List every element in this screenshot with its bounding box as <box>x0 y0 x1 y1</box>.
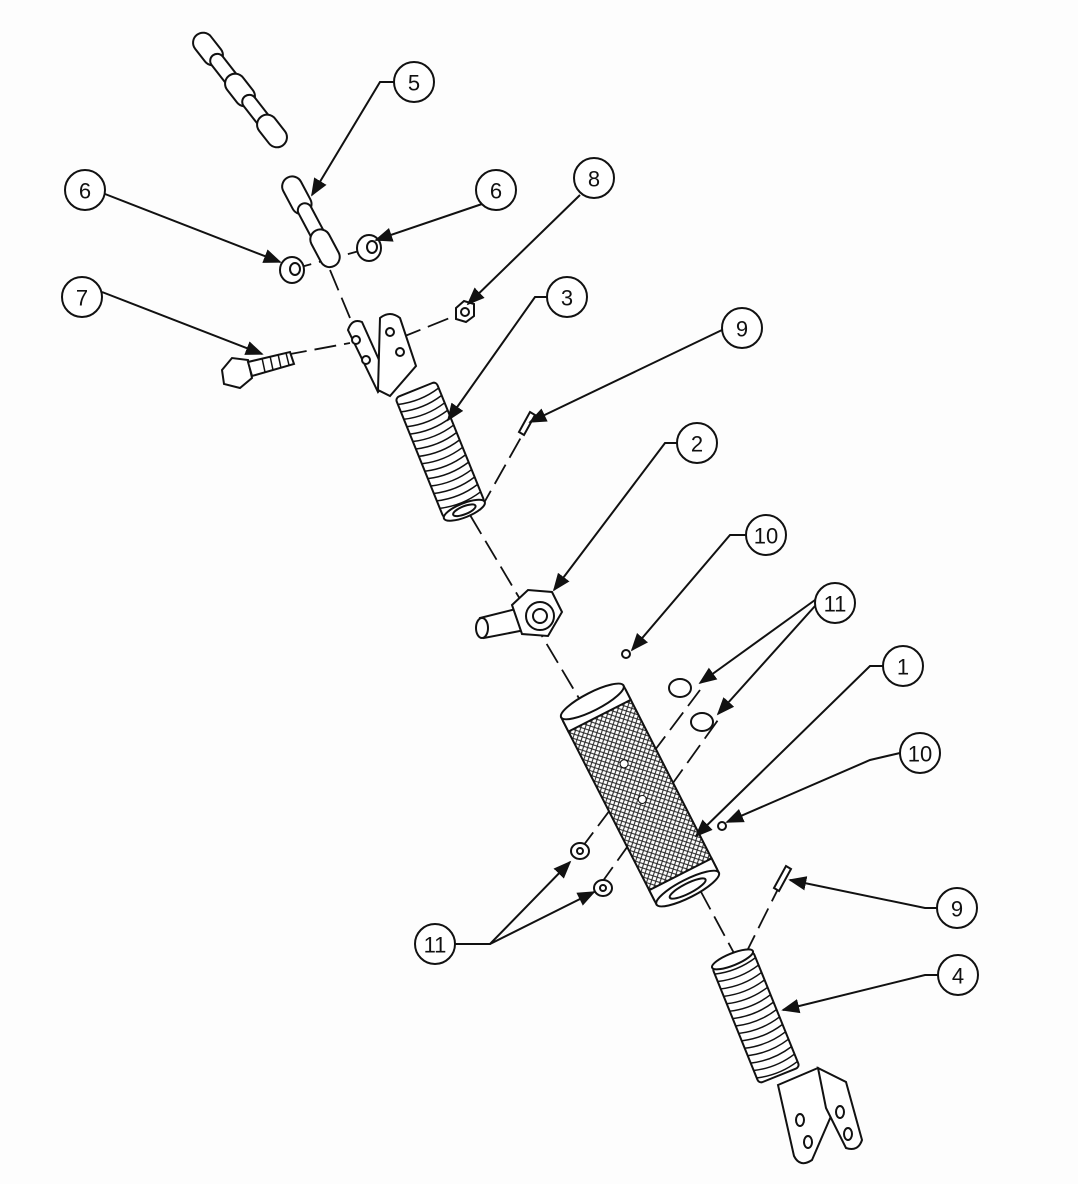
thread-ring <box>720 971 762 990</box>
thread-ring <box>738 1016 780 1035</box>
thread-ring <box>726 986 768 1005</box>
callout-balloon-11: 11 <box>814 582 856 624</box>
thread-ring <box>427 461 470 480</box>
thread-ring <box>436 483 479 502</box>
callout-label: 8 <box>588 167 600 192</box>
thread-ring <box>397 387 440 406</box>
callout-label: 7 <box>76 286 88 311</box>
callout-label: 11 <box>424 933 447 958</box>
thread-ring <box>717 964 759 983</box>
thread-ring <box>406 409 449 428</box>
callout-label: 2 <box>691 432 703 457</box>
callout-balloon-8: 8 <box>573 157 615 199</box>
thread-ring <box>723 979 765 998</box>
callout-label: 11 <box>824 592 847 617</box>
thread-ring <box>756 1060 798 1079</box>
ball-11-top-a <box>668 678 692 698</box>
ball-11-top-b <box>690 712 714 732</box>
callout-balloon-10: 10 <box>745 514 787 556</box>
callout-label: 5 <box>408 71 420 96</box>
callout-balloon-9: 9 <box>721 307 763 349</box>
callout-label: 10 <box>908 742 932 767</box>
thread-ring <box>735 1008 777 1027</box>
threaded-rod-3 <box>395 381 486 522</box>
thread-ring <box>430 468 473 487</box>
callout-balloon-1: 1 <box>882 645 924 687</box>
thread-ring <box>415 431 458 450</box>
callout-balloon-10: 10 <box>899 732 941 774</box>
thread-ring <box>753 1053 795 1072</box>
callout-label: 1 <box>897 655 909 680</box>
knurled-tube-1 <box>559 682 721 908</box>
callout-label: 9 <box>736 317 748 342</box>
pin-9-bottom <box>772 864 793 893</box>
thread-ring <box>400 394 443 413</box>
thread-ring <box>744 1031 786 1050</box>
callout-label: 3 <box>561 286 573 311</box>
nut-11-bottom-a <box>570 842 590 860</box>
thread-ring <box>747 1038 789 1057</box>
callout-label: 4 <box>952 964 964 989</box>
thread-ring <box>412 424 455 443</box>
callout-label: 9 <box>951 897 963 922</box>
bolt-7 <box>220 350 296 390</box>
thread-ring <box>433 476 476 495</box>
thread-ring <box>403 402 446 421</box>
nut-8 <box>455 299 475 324</box>
thread-ring <box>424 454 467 472</box>
setscrew-10-mid <box>717 821 727 831</box>
callout-balloon-4: 4 <box>937 954 979 996</box>
callout-balloon-9: 9 <box>936 887 978 929</box>
thread-ring <box>750 1046 792 1064</box>
chain <box>192 31 341 269</box>
callout-balloon-6: 6 <box>64 169 106 211</box>
thread-ring <box>732 1001 774 1020</box>
thread-ring <box>421 446 464 465</box>
clevis-4-head <box>776 1066 864 1165</box>
thread-ring <box>714 957 756 975</box>
callout-balloon-6: 6 <box>475 169 517 211</box>
clevis-3-head <box>346 313 418 398</box>
callout-balloon-3: 3 <box>546 276 588 318</box>
callout-label: 10 <box>754 524 778 549</box>
thread-ring <box>729 994 771 1012</box>
nut-11-bottom-b <box>593 879 613 897</box>
callout-label: 6 <box>490 179 502 204</box>
pin-9-top <box>517 410 537 437</box>
callout-balloon-5: 5 <box>393 61 435 103</box>
thread-ring <box>418 439 461 458</box>
thread-ring <box>741 1023 783 1042</box>
part-2-fitting <box>475 588 564 640</box>
washer-6-left <box>279 256 305 284</box>
callout-label: 6 <box>79 179 91 204</box>
callout-balloon-11: 11 <box>414 923 456 965</box>
callout-balloon-2: 2 <box>676 422 718 464</box>
threaded-rod-4 <box>711 948 800 1084</box>
leader-lines <box>101 81 938 1014</box>
setscrew-10-top <box>621 649 631 659</box>
callout-balloon-7: 7 <box>61 276 103 318</box>
